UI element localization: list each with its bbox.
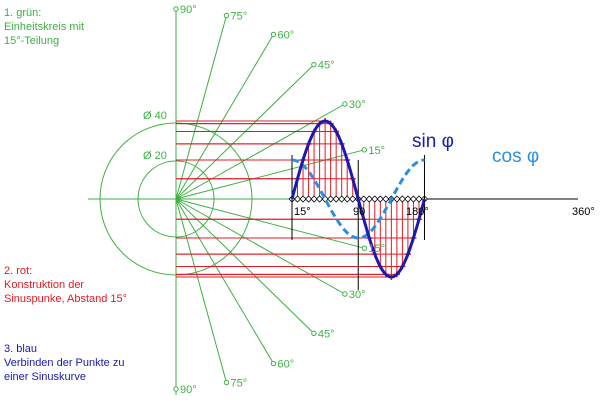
axis-marker-345: [415, 195, 423, 203]
axis-marker-255: [382, 195, 390, 203]
axis-marker-15: [293, 195, 302, 203]
axis-marker-240: [376, 195, 384, 203]
upper-radial-end-45: [311, 61, 317, 68]
red-note-line-3: Sinuspunke, Abstand 15°: [4, 293, 128, 305]
lower-angle-label-30: 30°: [349, 289, 366, 301]
sine-curve: [290, 119, 426, 279]
upper-angle-label-45: 45°: [318, 60, 335, 72]
upper-radial-end-60: [270, 31, 277, 38]
upper-angle-label-15: 15°: [368, 145, 385, 157]
axis-marker-195: [360, 195, 368, 203]
curves-group: [290, 119, 426, 279]
axis-marker-165: [349, 195, 357, 203]
upper-angle-label-30: 30°: [349, 99, 366, 111]
axis-marker-210: [365, 195, 373, 203]
axis-marker-75: [316, 195, 324, 203]
axis-marker-30: [299, 195, 307, 203]
lower-angle-label-15: 15°: [368, 243, 385, 255]
green-note-line-3: 15°-Teilung: [4, 35, 60, 47]
cos-phi-label: cos φ: [492, 146, 539, 167]
green-step-note: 1. grün: Einheitskreis mit 15°-Teilung: [4, 6, 84, 48]
lower-radial-end-75: [223, 379, 230, 386]
lower-radial-end-60: [270, 360, 277, 367]
lower-angle-label-75: 75°: [230, 378, 247, 390]
lower-radial-end-15: [361, 245, 368, 251]
red-step-note: 2. rot: Konstruktion der Sinuspunke, Abs…: [4, 264, 127, 306]
axis-marker-330: [409, 195, 418, 203]
axis-label-15: 15°: [294, 206, 311, 218]
axis-marker-300: [398, 195, 406, 203]
cosine-curve: [291, 158, 425, 240]
red-note-line-2: Konstruktion der: [4, 279, 85, 291]
lower-angle-label-45: 45°: [318, 328, 335, 340]
upper-radial-end-75: [223, 12, 230, 19]
upper-radial-line-75: [175, 15, 227, 200]
lower-radial-end-90: [173, 386, 179, 392]
red-note-line-1: 2. rot:: [4, 265, 33, 277]
lower-radial-end-30: [342, 291, 348, 297]
blue-step-note: 3. blau Verbinden der Punkte zu einer Si…: [4, 342, 124, 384]
blue-note-line-3: einer Sinuskurve: [4, 371, 86, 383]
axis-marker-225: [371, 195, 379, 203]
blue-note-line-1: 3. blau: [4, 343, 38, 355]
upper-radial-end-30: [342, 101, 348, 107]
lower-radial-line-30: [175, 198, 346, 295]
axis-marker-135: [338, 195, 346, 203]
axis-label-360: 360°: [572, 206, 595, 218]
upper-radial-line-15: [175, 149, 365, 200]
axis-label-180: 180°: [406, 206, 429, 218]
sin-phi-label: sin φ: [412, 131, 454, 152]
green-note-line-1: 1. grün:: [4, 7, 42, 19]
axis-marker-150: [343, 195, 351, 203]
upper-radial-end-15: [361, 147, 368, 153]
unit-circle-group: [88, 6, 368, 395]
axis-marker-60: [310, 195, 318, 203]
upper-angle-label-75: 75°: [230, 10, 247, 22]
lower-radial-line-60: [175, 198, 274, 364]
axis-marker-120: [332, 195, 340, 203]
lower-angle-label-60: 60°: [278, 359, 295, 371]
diameter-40-label: Ø 40: [143, 110, 167, 122]
upper-radial-line-60: [175, 34, 274, 200]
axis-marker-105: [327, 195, 335, 203]
blue-note-line-2: Verbinden der Punkte zu: [4, 357, 125, 369]
upper-radial-line-30: [175, 103, 346, 200]
diameter-20-label: Ø 20: [143, 150, 167, 162]
axis-marker-45: [304, 195, 313, 203]
upper-angle-label-60: 60°: [278, 29, 295, 41]
axis-marker-285: [393, 195, 401, 203]
green-note-line-2: Einheitskreis mit: [4, 21, 85, 33]
upper-angle-label-90: 90°: [180, 4, 197, 16]
lower-radial-line-75: [175, 198, 227, 383]
axis-marker-315: [404, 195, 412, 203]
labels-group: Ø 40 Ø 20 15° 90 180° 360° sin φ cos φ 9…: [143, 4, 595, 396]
phase-axis-group: [288, 155, 578, 290]
lower-radial-line-15: [175, 198, 365, 249]
lower-angle-label-90: 90°: [180, 384, 197, 396]
upper-radial-end-90: [173, 6, 179, 12]
axis-label-90: 90: [353, 206, 365, 218]
lower-radial-end-45: [311, 330, 317, 337]
